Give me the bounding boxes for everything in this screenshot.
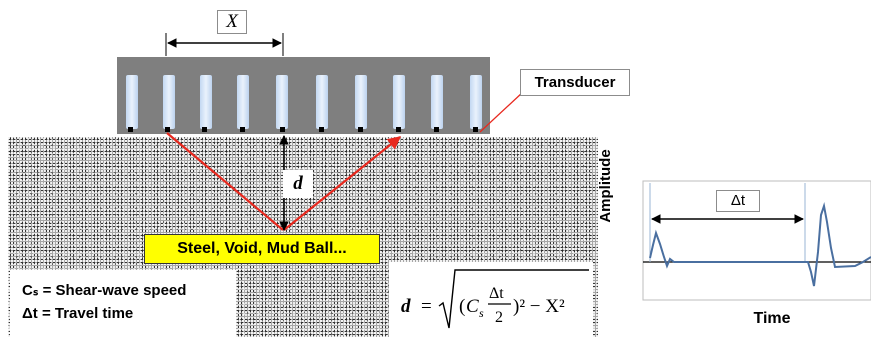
contact-pin (358, 127, 363, 132)
interval-label: Δt (716, 190, 760, 212)
formula-lhs: d (401, 296, 411, 317)
definitions-box: Cₛ = Shear-wave speed Δt = Travel time (10, 270, 236, 337)
shear-wave-speed-definition: Cₛ = Shear-wave speed (22, 282, 187, 299)
transducer-array-housing (117, 57, 490, 134)
signal-trace (649, 202, 871, 287)
transducer-element (470, 75, 482, 129)
transducer-element (200, 75, 212, 129)
formula-equals: = (421, 296, 432, 317)
contact-pin (128, 127, 133, 132)
contact-pin (396, 127, 401, 132)
defect-label: Steel, Void, Mud Ball... (144, 234, 380, 264)
contact-pin (240, 127, 245, 132)
x-axis-label: Time (753, 310, 791, 327)
contact-pin (280, 127, 285, 132)
transducer-element (393, 75, 405, 129)
formula-tail: )² − X² (513, 296, 565, 317)
contact-pin (434, 127, 439, 132)
incident-ray (166, 132, 284, 231)
contact-pin (165, 127, 170, 132)
contact-pin (202, 127, 207, 132)
transducer-element (355, 75, 367, 129)
contact-pin (319, 127, 324, 132)
travel-time-definition: Δt = Travel time (22, 305, 134, 322)
radical-sign (438, 269, 589, 329)
formula-denominator: 2 (495, 309, 503, 326)
reflected-ray (283, 136, 402, 231)
y-axis-label: Amplitude (597, 149, 614, 223)
transducer-element (431, 75, 443, 129)
contact-pin (473, 127, 478, 132)
formula-open-paren: ( (459, 296, 465, 317)
transducer-leader-line (479, 91, 524, 133)
formula-numerator: Δt (489, 285, 504, 302)
transducer-element (276, 75, 288, 129)
depth-label: d (283, 170, 313, 198)
transducer-label: Transducer (520, 69, 630, 96)
spacing-label: X (217, 10, 247, 34)
transducer-element (316, 75, 328, 129)
formula-cs-symbol: C (466, 296, 479, 317)
transducer-element (126, 75, 138, 129)
transducer-element (237, 75, 249, 129)
depth-formula: d = ( C s Δt 2 )² − X² (389, 262, 593, 337)
formula-graphic: d = ( C s Δt 2 )² − X² (401, 269, 589, 329)
transducer-element (163, 75, 175, 129)
formula-cs-subscript: s (479, 306, 484, 320)
